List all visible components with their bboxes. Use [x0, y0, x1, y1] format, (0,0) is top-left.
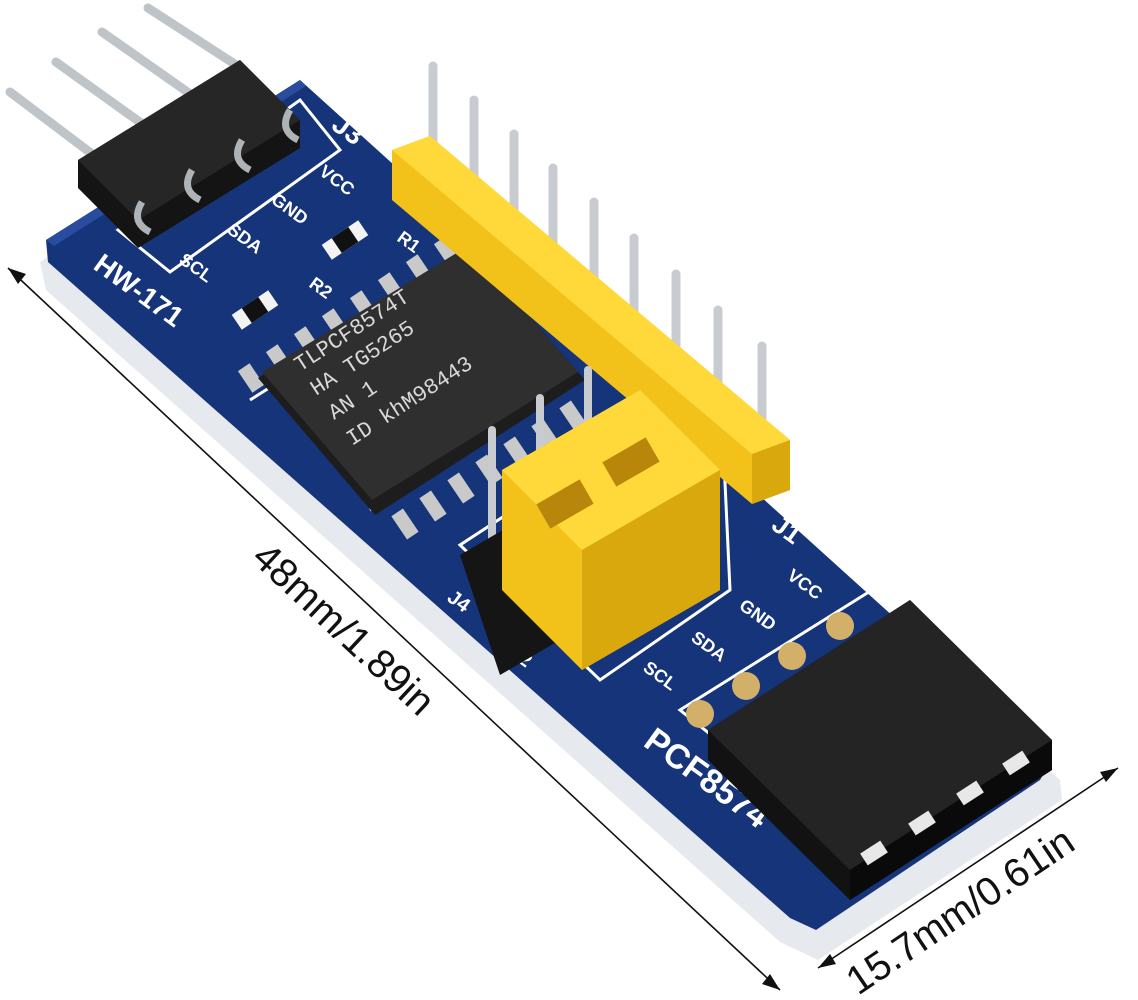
header-j3 [5, 3, 300, 248]
jumper-blocks [460, 366, 720, 675]
female-header-j1 [686, 600, 1052, 900]
pcf8574-chip: TLPCF8574T HA TG5265 AN 1 ID khM98443 [237, 236, 587, 540]
yellow-pin-header [392, 61, 790, 504]
resistors [231, 220, 369, 330]
